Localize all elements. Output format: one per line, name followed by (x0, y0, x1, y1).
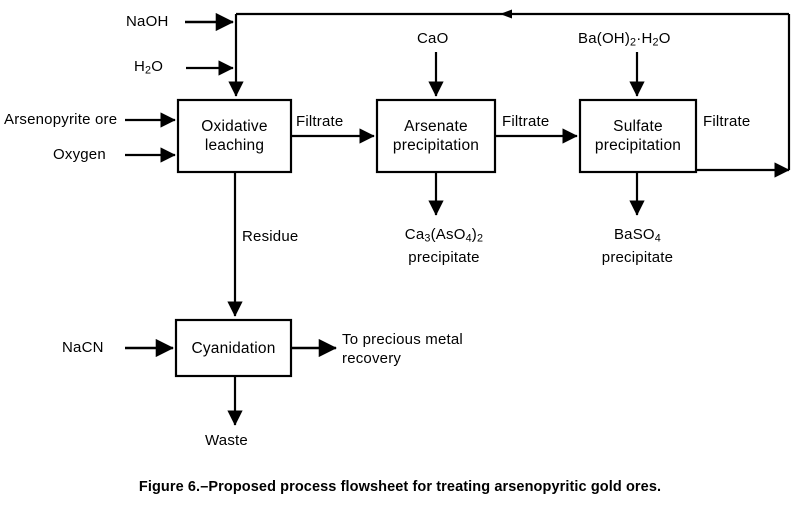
label-waste: Waste (205, 432, 248, 449)
precious-metal-line-1: To precious metal (342, 331, 463, 348)
aso-sub-4: 4 (465, 232, 472, 245)
figure-caption: Figure 6.–Proposed process flowsheet for… (138, 479, 662, 495)
label-cao: CaO (417, 30, 449, 47)
unit-line-1: Arsenate (404, 118, 468, 135)
ba-sub-water: 2 (652, 36, 659, 49)
label-barium-hydroxide: Ba(OH)2·H2O (578, 30, 671, 49)
label-calcium-arsenate: Ca3(AsO4)2 precipitate (384, 225, 504, 267)
label-filtrate-1: Filtrate (296, 113, 344, 130)
baso-sub-4: 4 (654, 232, 662, 245)
label-filtrate-2: Filtrate (502, 113, 550, 130)
label-naoh: NaOH (126, 13, 169, 30)
label-nacn: NaCN (62, 339, 104, 356)
label-water: H2O (134, 58, 163, 76)
water-pre: H (134, 58, 146, 75)
recycle-direction-arrowhead (500, 9, 512, 19)
water-sub: 2 (145, 64, 152, 77)
calcium-arsenate-state: precipitate (408, 249, 480, 267)
label-filtrate-3: Filtrate (703, 113, 751, 130)
label-precious-metal-recovery: To precious metal recovery (342, 330, 522, 368)
label-arsenate-precipitation: Arsenate precipitation (377, 100, 495, 172)
ca-sub-3: 3 (424, 232, 431, 245)
label-barium-sulfate: BaSO4 precipitate (580, 225, 695, 267)
ba-sub-2: 2 (630, 36, 637, 49)
unit-line-2: precipitation (594, 137, 682, 154)
label-cyanidation: Cyanidation (176, 320, 291, 376)
water-post: O (151, 58, 164, 75)
label-residue: Residue (242, 228, 299, 245)
label-oxidative-leaching: Oxidative leaching (178, 100, 291, 172)
precious-metal-line-2: recovery (342, 350, 402, 367)
label-sulfate-precipitation: Sulfate precipitation (580, 100, 696, 172)
unit-line-1: Sulfate (613, 118, 663, 135)
arsenate-sub-2: 2 (476, 232, 484, 245)
label-arsenopyrite-ore: Arsenopyrite ore (4, 111, 118, 128)
unit-line-2: leaching (204, 137, 265, 154)
unit-line-1: Oxidative (201, 118, 268, 135)
unit-line-2: precipitation (392, 137, 480, 154)
unit-line-1: Cyanidation (191, 339, 276, 357)
barium-sulfate-state: precipitate (601, 249, 674, 267)
label-oxygen: Oxygen (53, 146, 106, 163)
